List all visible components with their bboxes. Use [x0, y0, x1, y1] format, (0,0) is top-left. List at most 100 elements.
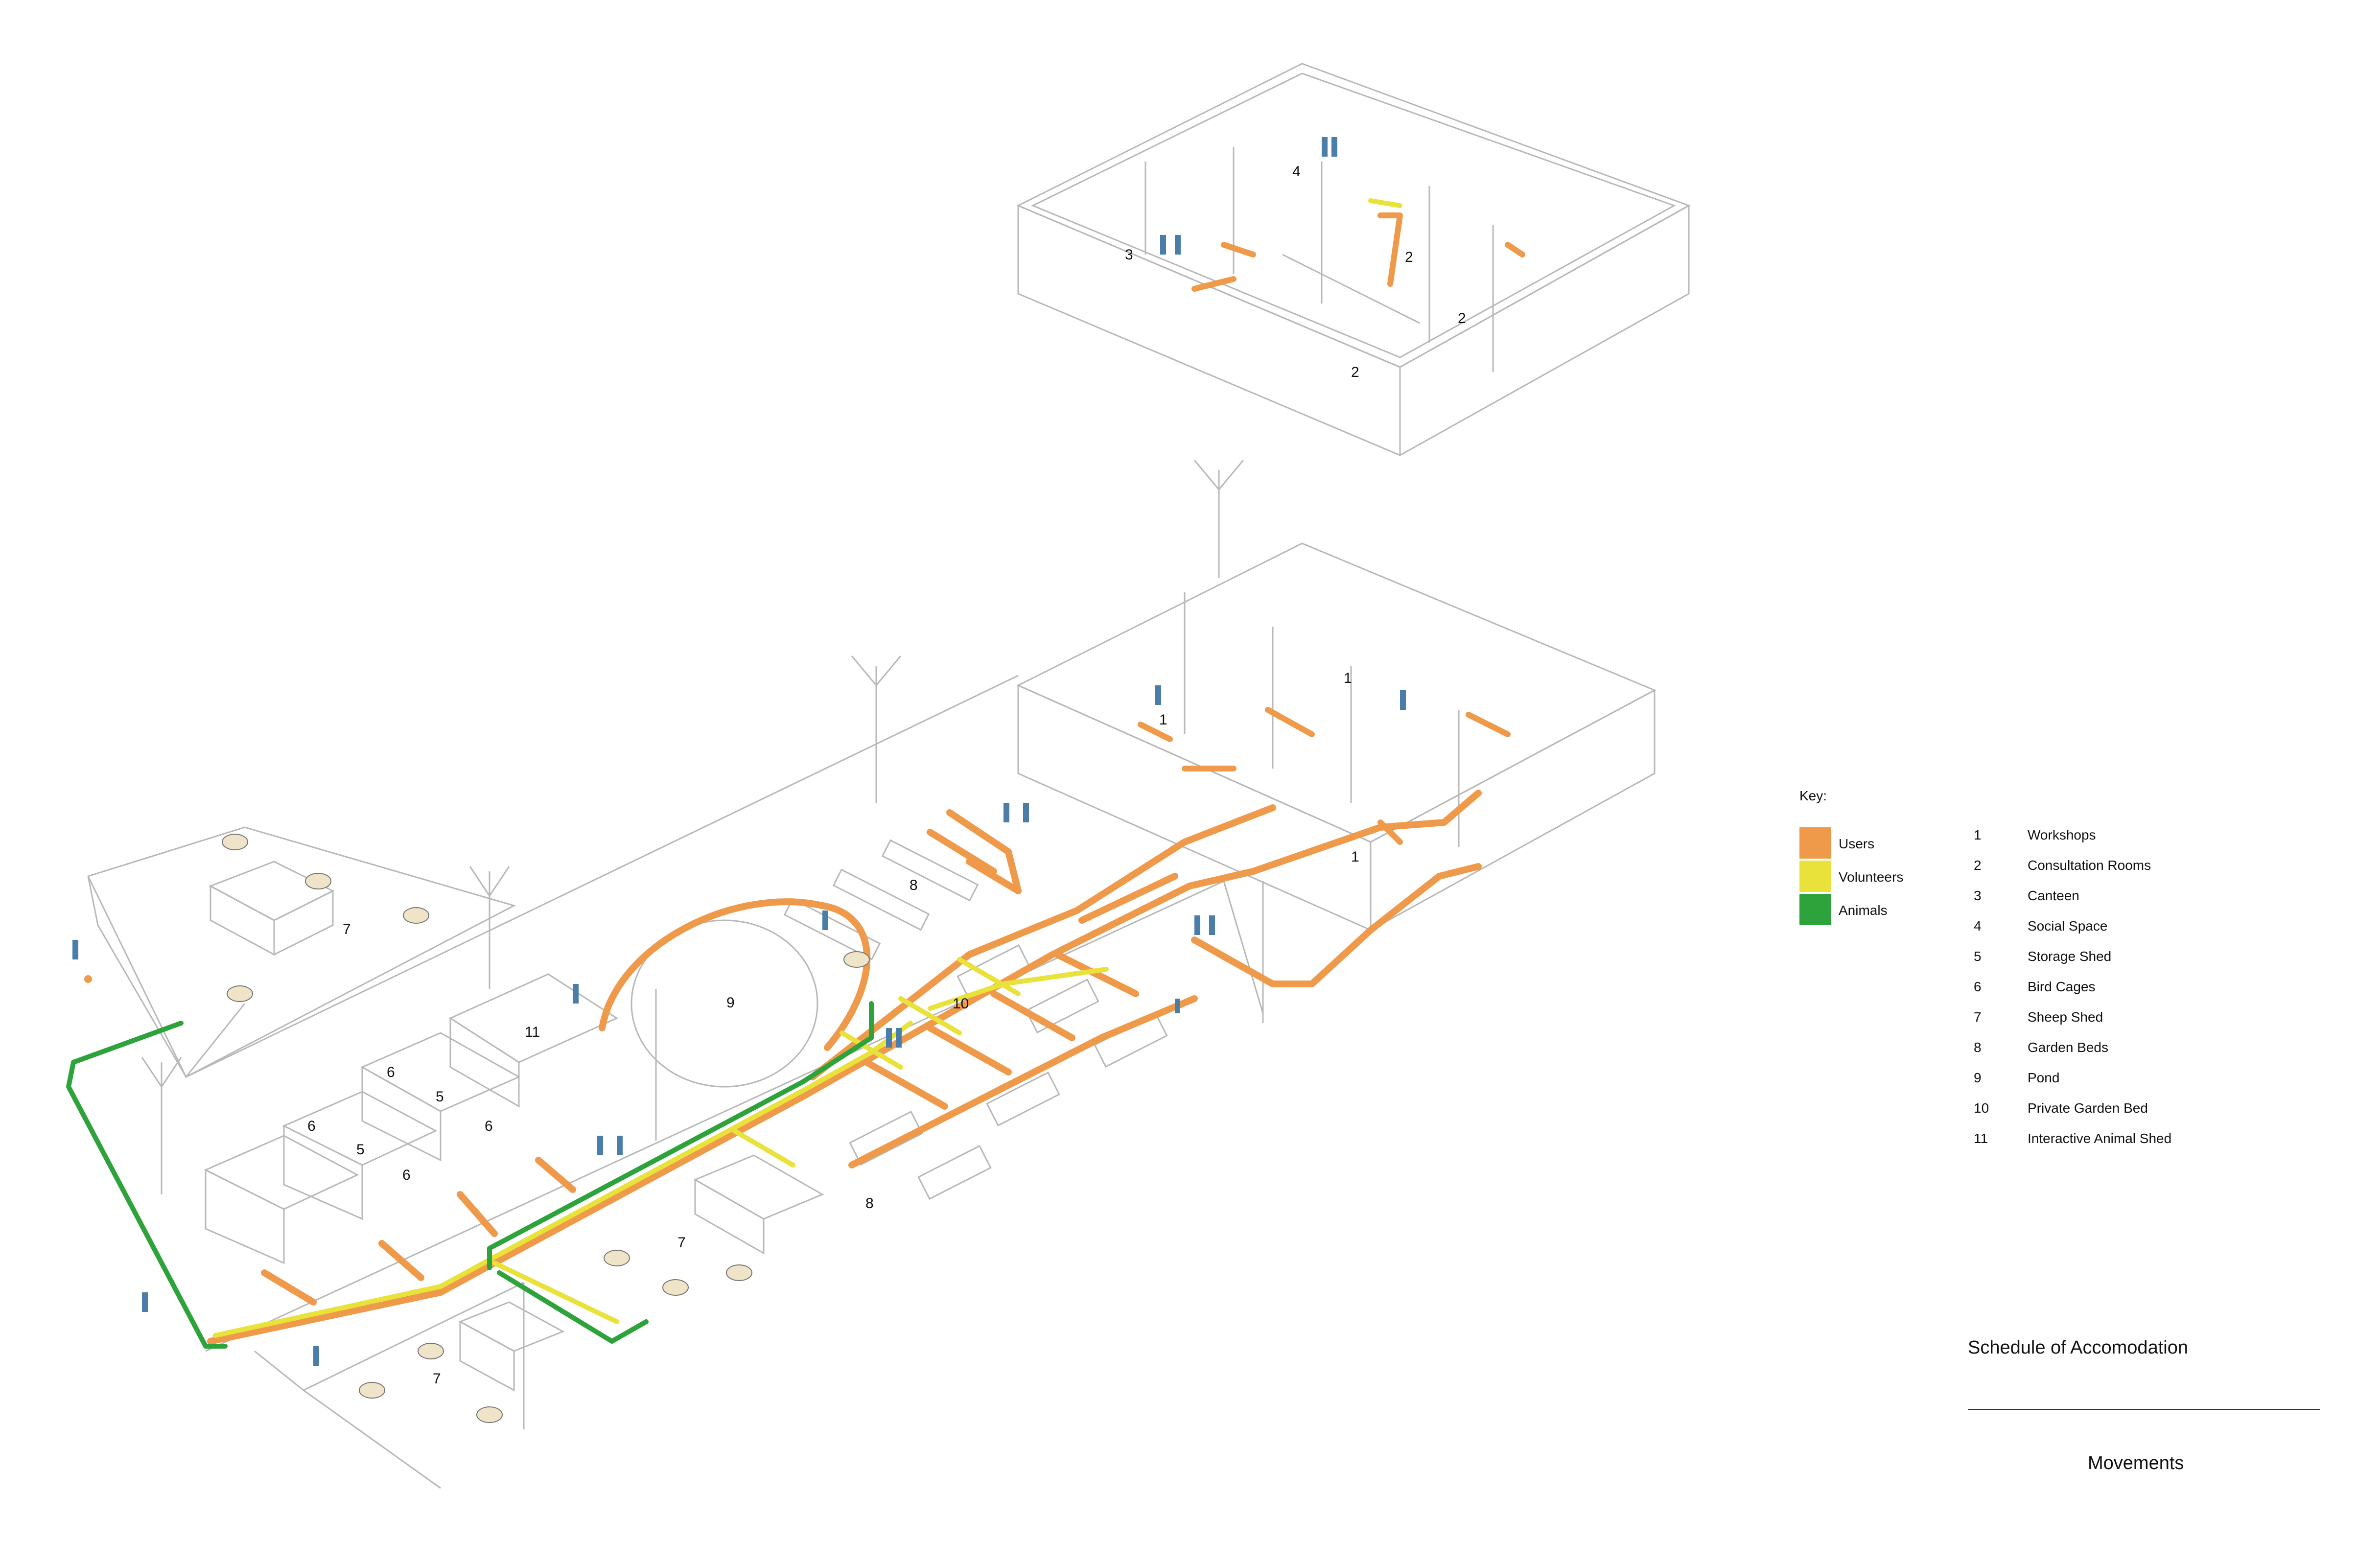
schedule-name: Bird Cages — [2028, 979, 2096, 994]
volunteers-upper — [1368, 198, 1402, 208]
schedule-row: 1 Workshops — [1974, 827, 2316, 847]
label-ground-1a: 1 — [1344, 670, 1352, 686]
label-site-11: 11 — [525, 1024, 540, 1040]
columns — [141, 460, 1264, 1429]
users-main-path — [207, 790, 1482, 1345]
sheep-figures — [222, 834, 870, 1423]
animals-main-path — [66, 1021, 228, 1349]
title-divider — [1968, 1409, 2320, 1410]
label-upper-2b: 2 — [1458, 310, 1466, 327]
area-labels: 4 3 2 2 2 1 1 1 7 8 9 10 11 6 5 6 6 5 6 … — [307, 164, 1466, 1387]
animals-central-path — [487, 1001, 874, 1270]
schedule-num: 6 — [1974, 979, 1982, 994]
users-bird-path-1 — [261, 1269, 317, 1306]
label-upper-4: 4 — [1292, 164, 1301, 180]
schedule-row: 4 Social Space — [1974, 918, 2316, 938]
volunteers-branch-2 — [957, 957, 1021, 996]
schedule-name: Consultation Rooms — [2028, 858, 2151, 873]
volunteers-swatch — [1799, 861, 1831, 892]
animals-paths — [66, 1001, 874, 1349]
label-upper-3: 3 — [1125, 247, 1133, 263]
users-pond-loop — [599, 898, 871, 1051]
schedule-num: 4 — [1974, 918, 1982, 934]
users-branch-3 — [966, 858, 1022, 894]
users-paths — [207, 212, 1525, 1345]
volunteers-branch-4 — [840, 1030, 903, 1070]
drawing-subtitle: Movements — [2088, 1453, 2184, 1473]
animals-shed-path — [497, 1270, 649, 1344]
users-branch-8 — [863, 1059, 948, 1110]
label-site-5a: 5 — [436, 1089, 444, 1105]
volunteers-branch-5 — [732, 1128, 795, 1168]
schedule-name: Garden Beds — [2028, 1040, 2108, 1055]
users-branch-5 — [1054, 951, 1139, 997]
legend-label-users: Users — [1839, 836, 1875, 851]
schedule-name: Pond — [2028, 1070, 2060, 1085]
label-site-9: 9 — [726, 995, 735, 1011]
schedule-row: 2 Consultation Rooms — [1974, 858, 2316, 877]
drawing-title: Schedule of Accomodation — [1968, 1337, 2188, 1358]
schedule-name: Sheep Shed — [2028, 1009, 2103, 1025]
users-branch-7 — [927, 1025, 1012, 1075]
label-site-6a: 6 — [387, 1064, 395, 1080]
label-site-10: 10 — [953, 996, 969, 1012]
users-bird-path-3 — [457, 1191, 498, 1237]
volunteers-paths — [213, 198, 1402, 1338]
label-ground-1c: 1 — [1351, 849, 1359, 865]
garden-beds — [783, 839, 1168, 1200]
label-site-8a: 8 — [910, 877, 918, 893]
schedule-name: Workshops — [2028, 827, 2096, 842]
users-branch-4 — [1078, 873, 1178, 924]
schedule-row: 5 Storage Shed — [1974, 949, 2316, 968]
schedule-name: Canteen — [2028, 888, 2079, 903]
dog-figure — [84, 975, 92, 983]
users-upper-room-1 — [1377, 212, 1403, 287]
label-ground-1b: 1 — [1159, 712, 1167, 728]
figures — [72, 137, 1406, 1423]
label-site-7c: 7 — [433, 1371, 441, 1387]
schedule-num: 5 — [1974, 949, 1982, 964]
users-main-path-upper — [809, 804, 1276, 1080]
building-outlines — [87, 63, 1691, 1489]
schedule-num: 8 — [1974, 1040, 1982, 1055]
legend-item-animals: Animals — [1799, 894, 1956, 925]
users-ground-room-1 — [1138, 722, 1173, 742]
label-upper-2c: 2 — [1351, 364, 1359, 380]
people-figures — [72, 137, 1406, 1366]
users-ground-room-2 — [1265, 707, 1315, 737]
legend-item-users: Users — [1799, 827, 1956, 859]
schedule-num: 2 — [1974, 858, 1982, 873]
label-site-5b: 5 — [356, 1142, 365, 1158]
schedule-row: 8 Garden Beds — [1974, 1040, 2316, 1059]
label-site-7a: 7 — [343, 921, 351, 937]
users-branch-1 — [946, 809, 1022, 894]
users-upper-room-4 — [1191, 276, 1237, 292]
schedule-row: 6 Bird Cages — [1974, 979, 2316, 999]
schedule-row: 3 Canteen — [1974, 888, 2316, 908]
upper-floor-building — [1016, 63, 1691, 457]
legend-label-animals: Animals — [1839, 903, 1888, 918]
label-site-7b: 7 — [677, 1235, 686, 1251]
schedule-num: 7 — [1974, 1009, 1982, 1025]
animals-swatch — [1799, 894, 1831, 925]
users-bird-path-2 — [378, 1240, 424, 1281]
users-branch-6 — [990, 990, 1075, 1041]
volunteers-branch-3 — [898, 996, 962, 1035]
users-swatch — [1799, 827, 1831, 859]
label-upper-2a: 2 — [1405, 249, 1413, 265]
schedule-name: Private Garden Bed — [2028, 1100, 2148, 1116]
users-ground-room-4 — [1377, 819, 1403, 845]
legend-item-volunteers: Volunteers — [1799, 861, 1956, 892]
legend-label-volunteers: Volunteers — [1839, 869, 1904, 885]
schedule-row: 10 Private Garden Bed — [1974, 1100, 2316, 1120]
schedule-num: 1 — [1974, 827, 1982, 842]
schedule-row: 7 Sheep Shed — [1974, 1009, 2316, 1029]
schedule-num: 10 — [1974, 1100, 1989, 1116]
schedule-num: 3 — [1974, 888, 1982, 903]
volunteers-lower — [492, 1261, 619, 1324]
schedule-num: 11 — [1974, 1131, 1988, 1146]
users-bird-path-4 — [535, 1157, 576, 1193]
sheds — [204, 861, 824, 1392]
